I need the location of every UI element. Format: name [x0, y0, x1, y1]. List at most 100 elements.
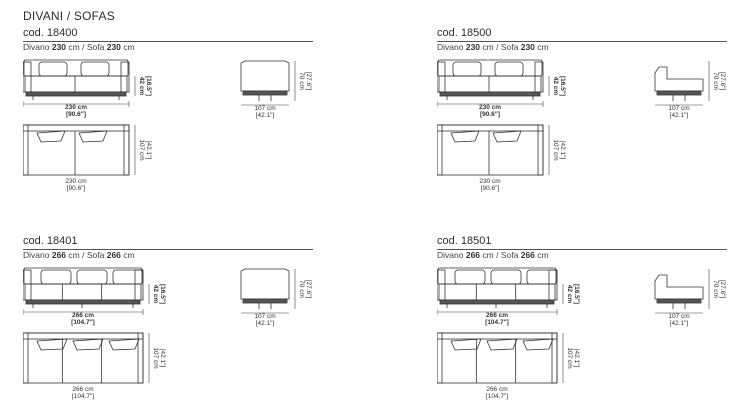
divider: [23, 249, 313, 250]
side-depth-in: [42.1"]: [256, 112, 275, 119]
subtitle-unit: cm: [123, 42, 135, 52]
side-height-in: [27.6"]: [719, 280, 726, 299]
sofa-drawings: 266 cm[104.7"]42 cm[16.5"]107 cm[42.1"]7…: [437, 267, 726, 400]
top-width-in: [104.7"]: [72, 393, 94, 400]
product-code: cod. 18501: [437, 235, 492, 247]
subtitle-sub-it-size: 266: [51, 250, 67, 260]
subtitle-sub-it: Divano: [23, 42, 50, 52]
front-height-cm: 42 cm: [566, 285, 573, 304]
side-view: [654, 274, 704, 309]
side-depth-in: [42.1"]: [670, 320, 689, 327]
side-height-cm: 70 cm: [712, 72, 719, 90]
subtitle-sub-en: / Sofa: [496, 250, 519, 260]
side-height-cm: 70 cm: [712, 280, 719, 298]
front-width-in: [90.6"]: [66, 111, 86, 118]
top-depth-in: [42.1"]: [573, 349, 580, 368]
front-width-in: [90.6"]: [480, 111, 500, 118]
front-view: [437, 267, 558, 308]
subtitle-sub-it: Divano: [23, 250, 50, 260]
subtitle-sub-it-size: 230: [51, 42, 67, 52]
product-subtitle: Divano 230 cm / Sofa 230 cm: [23, 42, 135, 52]
top-depth-cm: 107 cm: [138, 139, 145, 160]
top-width-in: [104.7"]: [486, 393, 508, 400]
front-width-cm: 266 cm: [486, 312, 508, 319]
subtitle-sub-en-size: 266: [106, 250, 121, 260]
front-height-in: [16.5"]: [145, 76, 152, 96]
top-depth-cm: 107 cm: [552, 139, 559, 160]
top-width-in: [90.6"]: [481, 185, 500, 192]
front-height-in: [16.5"]: [573, 284, 580, 304]
top-view: [437, 332, 558, 384]
divider: [437, 41, 727, 42]
side-height-cm: 70 cm: [298, 280, 305, 298]
page-title: DIVANI / SOFAS: [23, 9, 115, 23]
side-view: [240, 268, 290, 309]
subtitle-unit: cm: [537, 250, 549, 260]
top-depth-cm: 107 cm: [566, 347, 573, 368]
side-view: [240, 60, 290, 101]
subtitle-sub-en-size: 266: [520, 250, 535, 260]
product-subtitle: Divano 230 cm / Sofa 230 cm: [437, 42, 549, 52]
top-depth-in: [42.1"]: [559, 141, 566, 160]
subtitle-unit: cm: [68, 42, 80, 52]
top-width-cm: 266 cm: [72, 386, 93, 393]
subtitle-unit: cm: [123, 250, 135, 260]
front-height-cm: 42 cm: [138, 77, 145, 96]
product-code: cod. 18400: [23, 27, 78, 39]
front-height-in: [16.5"]: [559, 76, 566, 96]
subtitle-sub-en: / Sofa: [496, 42, 519, 52]
side-height-in: [27.6"]: [305, 280, 312, 299]
side-depth-cm: 107 cm: [254, 313, 275, 320]
side-depth-cm: 107 cm: [668, 313, 689, 320]
top-view: [23, 332, 144, 384]
sofa-drawings: 266 cm[104.7"]42 cm[16.5"]107 cm[42.1"]7…: [23, 267, 312, 400]
front-width-in: [104.7"]: [71, 319, 95, 326]
sofa-drawings: 230 cm[90.6"]42 cm[16.5"]107 cm[42.1"]70…: [437, 59, 726, 192]
top-width-cm: 230 cm: [65, 178, 86, 185]
front-view: [23, 59, 130, 100]
subtitle-sub-en-size: 230: [106, 42, 121, 52]
top-view: [437, 124, 544, 176]
side-height-in: [27.6"]: [305, 72, 312, 91]
divider: [437, 249, 727, 250]
side-depth-in: [42.1"]: [670, 112, 689, 119]
front-height-cm: 42 cm: [152, 285, 159, 304]
subtitle-unit: cm: [482, 250, 494, 260]
front-view: [437, 59, 544, 100]
front-height-cm: 42 cm: [552, 77, 559, 96]
side-depth-cm: 107 cm: [254, 105, 275, 112]
subtitle-sub-it: Divano: [437, 250, 464, 260]
top-depth-in: [42.1"]: [145, 141, 152, 160]
side-depth-cm: 107 cm: [668, 105, 689, 112]
top-width-in: [90.6"]: [67, 185, 86, 192]
top-width-cm: 266 cm: [486, 386, 507, 393]
divider: [23, 41, 313, 42]
front-width-cm: 230 cm: [65, 104, 87, 111]
product-subtitle: Divano 266 cm / Sofa 266 cm: [23, 250, 135, 260]
subtitle-sub-it-size: 266: [465, 250, 481, 260]
side-view: [654, 66, 704, 101]
product-code: cod. 18401: [23, 235, 78, 247]
front-view: [23, 267, 144, 308]
side-height-cm: 70 cm: [298, 72, 305, 90]
subtitle-sub-en: / Sofa: [82, 42, 105, 52]
side-height-in: [27.6"]: [719, 72, 726, 91]
subtitle-sub-it-size: 230: [465, 42, 481, 52]
top-width-cm: 230 cm: [479, 178, 500, 185]
front-width-cm: 266 cm: [72, 312, 94, 319]
sofa-drawings: 230 cm[90.6"]42 cm[16.5"]107 cm[42.1"]70…: [23, 59, 312, 192]
subtitle-unit: cm: [537, 42, 549, 52]
front-width-in: [104.7"]: [485, 319, 509, 326]
subtitle-sub-en-size: 230: [520, 42, 535, 52]
side-depth-in: [42.1"]: [256, 320, 275, 327]
subtitle-sub-it: Divano: [437, 42, 464, 52]
top-view: [23, 124, 130, 176]
top-depth-cm: 107 cm: [152, 347, 159, 368]
product-subtitle: Divano 266 cm / Sofa 266 cm: [437, 250, 549, 260]
subtitle-unit: cm: [482, 42, 494, 52]
front-height-in: [16.5"]: [159, 284, 166, 304]
subtitle-unit: cm: [68, 250, 80, 260]
